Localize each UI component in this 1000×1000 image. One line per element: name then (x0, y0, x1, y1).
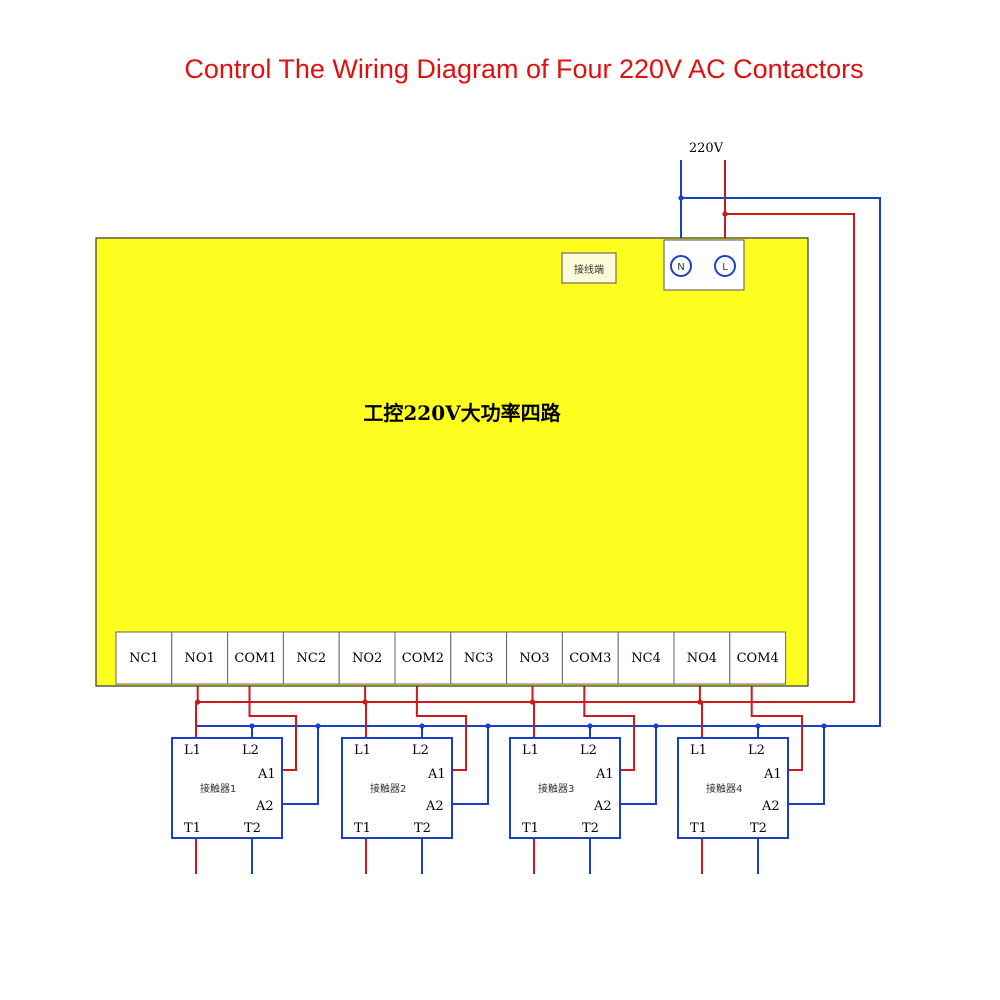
terminal-nc2 (282, 631, 340, 685)
terminal-label-no1: NO1 (185, 651, 215, 666)
junction-dot (362, 699, 368, 705)
neutral-bus (195, 197, 881, 727)
contactor-4 (677, 737, 789, 839)
terminal-label-no2: NO2 (352, 651, 382, 666)
junction-dot (315, 723, 321, 729)
contactor-4-t2-label: T2 (750, 821, 767, 836)
terminal-label: 接线端 (574, 263, 604, 276)
controller-board (95, 237, 809, 687)
supply-voltage-label: 220V (689, 141, 724, 156)
contactor-3-t2-label: T2 (582, 821, 599, 836)
terminal-label-no3: NO3 (519, 651, 549, 666)
contactor-3-l1-wire (531, 684, 535, 738)
contactor-2-l2-label: L2 (412, 743, 429, 758)
contactor-4-a1-wire (750, 684, 803, 771)
terminal-label-no4: NO4 (687, 651, 717, 666)
terminal-label-box (561, 252, 617, 284)
contactor-2-a2-label: A2 (425, 799, 444, 814)
junction-dot (419, 723, 425, 729)
junction-dot (678, 195, 684, 201)
contactor-2-l1-wire (364, 684, 367, 738)
terminal-com1 (227, 631, 284, 685)
contactor-4-a2-label: A2 (761, 799, 780, 814)
terminal-no4 (673, 631, 731, 685)
junction-dot (722, 211, 728, 217)
terminal-label-com4: COM4 (737, 651, 779, 666)
contactor-1-a1-label: A1 (257, 767, 276, 782)
contactor-2 (341, 737, 453, 839)
junction-dot (587, 723, 593, 729)
contactor-3-name: 接触器3 (538, 782, 574, 795)
live-bus (195, 198, 855, 703)
contactor-3-a2-wire (620, 726, 657, 805)
terminal-label-com3: COM3 (569, 651, 611, 666)
terminal-com2 (394, 631, 452, 685)
junction-dot (755, 723, 761, 729)
contactor-1-l2-label: L2 (242, 743, 259, 758)
n-terminal-label: N (677, 262, 684, 273)
contactor-1-a2-label: A2 (255, 799, 274, 814)
contactor-4-l2-label: L2 (748, 743, 765, 758)
board-main-label: 工控220V大功率四路 (363, 401, 561, 425)
contactor-1-a2-wire (282, 726, 319, 805)
contactor-4-l1-wire (698, 684, 703, 738)
contactor-1 (171, 737, 283, 839)
terminal-label-nc3: NC3 (464, 651, 494, 666)
contactor-4-t1-label: T1 (690, 821, 707, 836)
terminal-strip: NC1 NO1 COM1 NC2 NO2 COM2 NC3 NO3 COM3 NC4 NO4 COM4 (115, 631, 787, 685)
junction-dot (821, 723, 827, 729)
contactor-3-l1-label: L1 (522, 743, 539, 758)
contactor-2-a1-wire (415, 684, 467, 771)
terminal-nc3 (450, 631, 508, 685)
terminal-label-nc2: NC2 (297, 651, 327, 666)
terminal-com3 (561, 631, 619, 685)
l-terminal-icon (714, 255, 736, 277)
contactor-1-t2-label: T2 (244, 821, 261, 836)
junction-dot (697, 699, 703, 705)
contactor-4-l1-label: L1 (690, 743, 707, 758)
junction-dot (653, 723, 659, 729)
contactor-2-t1-label: T1 (354, 821, 371, 836)
contactor-2-a2-wire (452, 726, 489, 805)
contactor-1-name: 接触器1 (200, 782, 236, 795)
contactor-1-l1-label: L1 (184, 743, 201, 758)
contactor-3-t1-label: T1 (522, 821, 539, 836)
terminal-label-nc1: NC1 (129, 651, 159, 666)
contactor-2-t2-label: T2 (414, 821, 431, 836)
terminal-label-nc4: NC4 (631, 651, 661, 666)
wires (195, 160, 881, 874)
contactor-3-a2-label: A2 (593, 799, 612, 814)
contactor-4-a1-label: A1 (763, 767, 782, 782)
contactor-1-l1-wire (195, 684, 199, 738)
junction-dot (249, 723, 255, 729)
junction-dot (195, 699, 201, 705)
contactor-3-a1-wire (583, 684, 635, 771)
junction-dot (529, 699, 536, 705)
n-terminal-icon (670, 255, 692, 277)
contactor-3 (509, 737, 621, 839)
contactor-4-name: 接触器4 (706, 782, 742, 795)
terminal-label-com1: COM1 (234, 651, 276, 666)
terminal-nc4 (617, 631, 675, 685)
contactor-4-a2-wire (788, 726, 825, 805)
contactor-1-a1-wire (248, 684, 297, 771)
l-terminal-label: L (722, 262, 728, 273)
terminal-no2 (338, 631, 396, 685)
contactor-3-l2-label: L2 (580, 743, 597, 758)
contactor-3-a1-label: A1 (595, 767, 614, 782)
contactor-2-name: 接触器2 (370, 782, 406, 795)
terminal-com4 (729, 631, 787, 685)
junction-dot (485, 723, 491, 729)
terminal-label-com2: COM2 (402, 651, 444, 666)
contactor-2-l1-label: L1 (354, 743, 371, 758)
contactor-2-a1-label: A1 (427, 767, 446, 782)
contactor-1-t1-label: T1 (184, 821, 201, 836)
page-title: Control The Wiring Diagram of Four 220V … (184, 54, 864, 84)
